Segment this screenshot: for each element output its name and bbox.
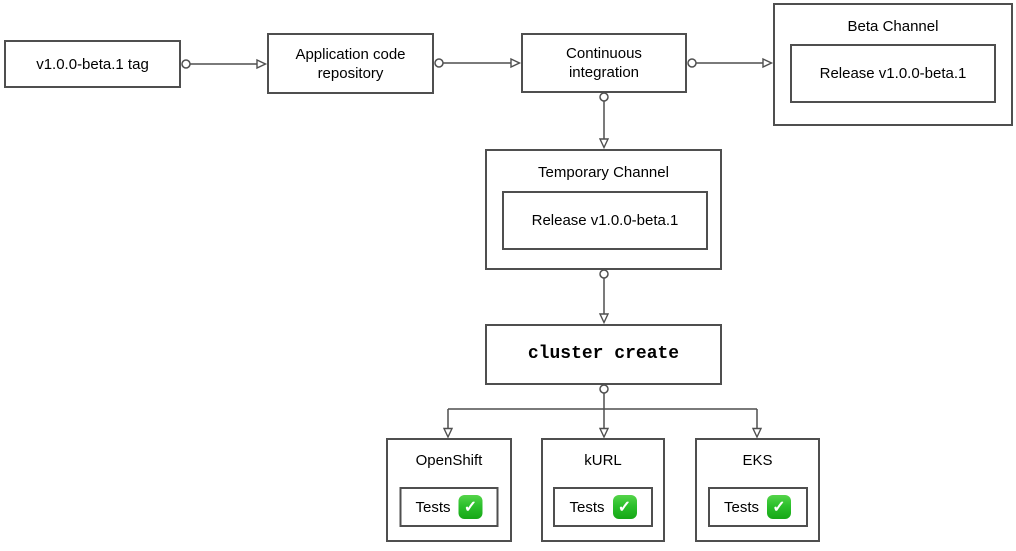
check-mark-icon: ✓	[458, 495, 483, 519]
beta-channel-title: Beta Channel	[847, 18, 939, 35]
node-openshift: OpenShift Tests ✓	[386, 438, 512, 542]
node-kurl-tests: Tests ✓	[553, 487, 653, 527]
node-beta-channel: Beta Channel Release v1.0.0-beta.1	[773, 3, 1013, 126]
app-code-repository-label: Application code repository	[295, 45, 406, 82]
node-temporary-release: Release v1.0.0-beta.1	[502, 191, 708, 250]
continuous-integration-label: Continuous integration	[566, 45, 642, 81]
node-continuous-integration: Continuous integration	[521, 33, 687, 93]
check-mark-icon: ✓	[767, 495, 791, 519]
check-mark-icon: ✓	[612, 495, 637, 519]
eks-tests-label: Tests	[723, 498, 759, 516]
version-tag-label: v1.0.0-beta.1 tag	[36, 55, 149, 73]
connector-cluster-create-branches	[442, 384, 763, 439]
temporary-channel-title: Temporary Channel	[538, 164, 669, 181]
node-eks: EKS Tests ✓	[695, 438, 820, 542]
connector-tag-to-repo	[181, 58, 268, 70]
node-cluster-create: cluster create	[485, 324, 722, 385]
node-eks-tests: Tests ✓	[707, 487, 808, 527]
openshift-title: OpenShift	[415, 452, 483, 469]
check-glyph: ✓	[772, 498, 786, 516]
kurl-title: kURL	[584, 452, 622, 469]
beta-release-label: Release v1.0.0-beta.1	[819, 65, 967, 82]
node-version-tag: v1.0.0-beta.1 tag	[4, 40, 181, 88]
check-glyph: ✓	[617, 498, 632, 516]
openshift-tests-label: Tests	[415, 498, 451, 516]
temporary-release-label: Release v1.0.0-beta.1	[531, 212, 679, 229]
node-app-code-repository: Application code repository	[267, 33, 434, 94]
connector-ci-to-temp-channel	[598, 92, 610, 150]
node-kurl: kURL Tests ✓	[541, 438, 665, 542]
connector-temp-channel-to-cluster-create	[598, 269, 610, 325]
cluster-create-label: cluster create	[527, 344, 680, 364]
connector-ci-to-beta-channel	[687, 57, 774, 69]
check-glyph: ✓	[463, 498, 478, 516]
eks-title: EKS	[742, 452, 773, 469]
kurl-tests-label: Tests	[569, 498, 605, 516]
node-beta-release: Release v1.0.0-beta.1	[790, 44, 996, 103]
node-temporary-channel: Temporary Channel Release v1.0.0-beta.1	[485, 149, 722, 270]
node-openshift-tests: Tests ✓	[399, 487, 499, 527]
connector-repo-to-ci	[434, 57, 522, 69]
